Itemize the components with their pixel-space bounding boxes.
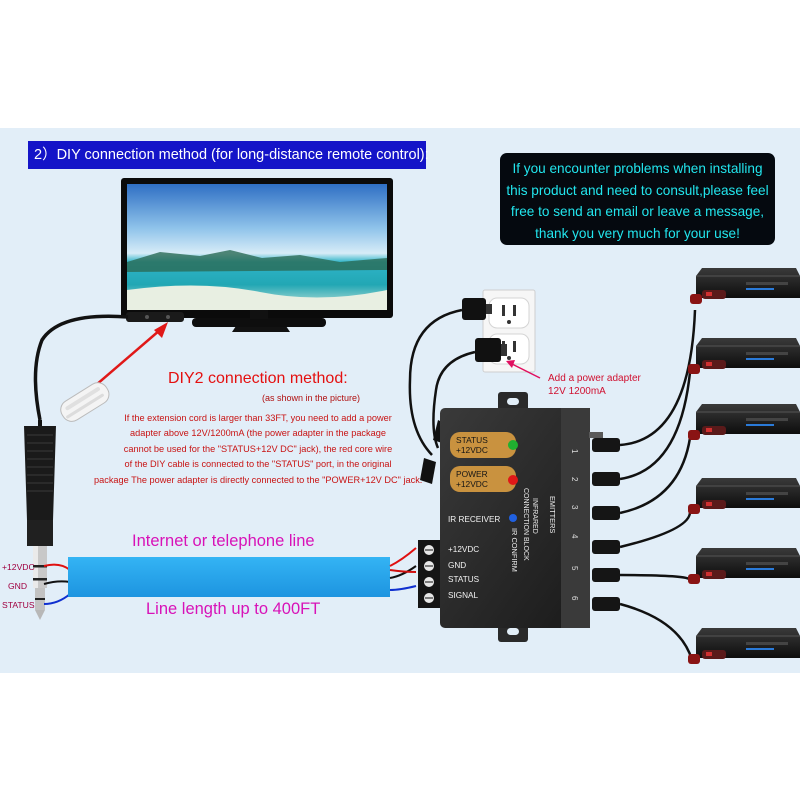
extension-cable [68,557,390,597]
diy2-instruction-line: package The power adapter is directly co… [94,473,422,488]
terminal-label-signal: SIGNAL [448,591,478,600]
emitter-port-plugs [592,438,620,611]
status-jack-line: STATUS [456,435,488,445]
diy2-instruction-line: of the DIY cable is connected to the "ST… [94,457,422,472]
diy2-instructions: If the extension cord is larger than 33F… [94,411,422,488]
right-wires [390,548,416,590]
terminal-block [418,540,440,608]
dvd-player-icon [696,268,800,659]
support-message-line: thank you very much for your use! [500,223,775,245]
block-title-line1: INFRARED [531,498,538,534]
status-jack-text: STATUS +12VDC [456,435,488,455]
wire-label-gnd: GND [8,581,27,591]
support-message-line: free to send an email or leave a message… [500,201,775,223]
diy2-subtitle: (as shown in the picture) [262,393,360,403]
port-number-6: 6 [570,596,579,601]
power-jack-line: +12VDC [456,479,488,489]
adapter-note: Add a power adapter 12V 1200mA [548,372,641,398]
cable-top-label: Internet or telephone line [132,532,315,551]
diy2-title: DIY2 connection method: [168,370,348,388]
ir-receiver-icon [126,312,184,322]
wire-label-12v: +12VDC [2,562,35,572]
power-jack-text: POWER +12VDC [456,469,488,489]
block-title-line2: CONNECTION BLOCK [522,488,529,561]
left-wires [44,565,70,604]
wire-label-status: STATUS [2,600,35,610]
terminal-label-gnd: GND [448,561,466,570]
emitter-cables [620,310,695,660]
status-jack-line: +12VDC [456,445,488,455]
power-jack-line: POWER [456,469,488,479]
emitters-label: EMITTERS [548,496,557,533]
support-message-box: If you encounter problems when installin… [500,153,775,245]
section-title: 2）DIY connection method (for long-distan… [28,141,426,169]
ir-confirm-label: IR CONFIRM [510,528,519,572]
terminal-label-status: STATUS [448,575,480,584]
port-number-1: 1 [570,449,579,454]
ir-receiver-label: IR RECEIVER [448,515,500,524]
port-number-3: 3 [570,505,579,510]
port-number-2: 2 [570,477,579,482]
support-message-line: If you encounter problems when installin… [500,158,775,180]
terminal-label-12v: +12VDC [448,545,479,554]
tv-icon [121,178,393,332]
diy2-instruction-line: cannot be used for the "STATUS+12V DC" j… [94,442,422,457]
adapter-note-line: Add a power adapter [548,372,641,385]
adapter-note-line: 12V 1200mA [548,385,641,398]
diy2-instruction-line: If the extension cord is larger than 33F… [94,411,422,426]
audio-jack-icon [24,420,56,620]
cable-bottom-label: Line length up to 400FT [146,600,320,619]
support-message-line: this product and need to consult,please … [500,180,775,202]
diy2-instruction-line: adapter above 12V/1200mA (the power adap… [94,426,422,441]
port-number-5: 5 [570,566,579,571]
pointer-arrow-icon [96,322,168,385]
port-number-4: 4 [570,534,579,539]
